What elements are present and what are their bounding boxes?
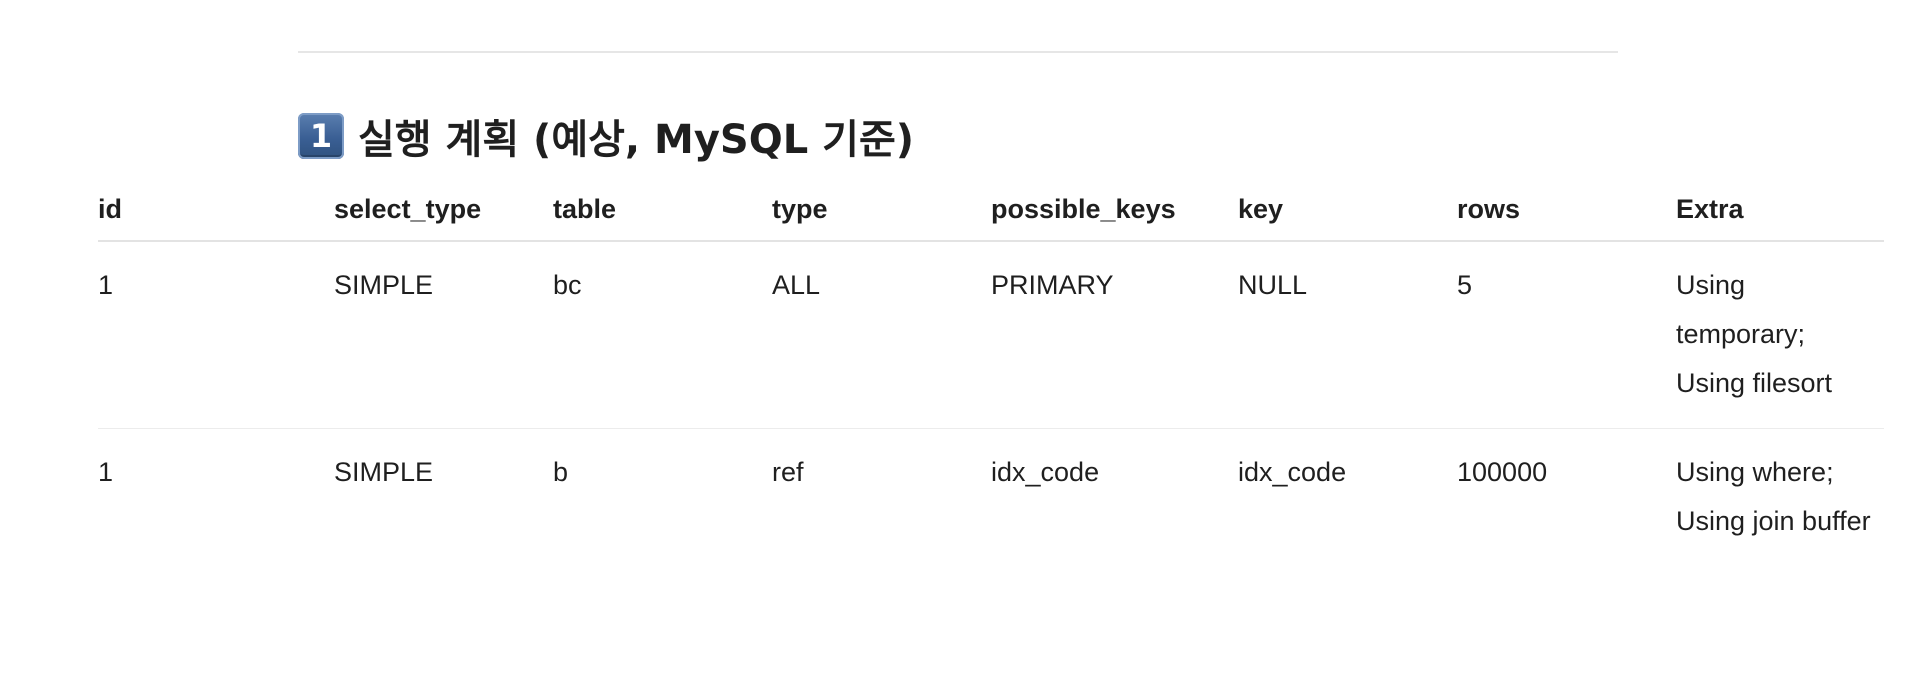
cell-id: 1 [98, 241, 334, 429]
column-header-table: table [553, 178, 772, 242]
cell-rows: 5 [1457, 241, 1676, 429]
keycap-one-icon: 1 [298, 113, 344, 159]
table-row: 1 SIMPLE bc ALL PRIMARY NULL 5 Using tem… [98, 241, 1884, 429]
execution-plan-table: id select_type table type possible_keys … [98, 178, 1884, 566]
cell-key: idx_code [1238, 457, 1347, 487]
column-header-select-type: select_type [334, 178, 553, 242]
section-divider [298, 51, 1618, 53]
table-header-row: id select_type table type possible_keys … [98, 178, 1884, 242]
column-header-id: id [98, 178, 334, 242]
cell-table: bc [553, 241, 772, 429]
column-header-rows: rows [1457, 178, 1676, 242]
table-row: 1 SIMPLE b ref idx_code idx_code 100000 … [98, 429, 1884, 567]
column-header-key: key [1238, 178, 1457, 242]
cell-type: ALL [772, 241, 991, 429]
cell-extra: Using temporary; Using filesort [1676, 241, 1884, 429]
cell-possible-keys: PRIMARY [991, 241, 1238, 429]
cell-possible-keys: idx_code [991, 457, 1100, 487]
section-title: 실행 계획 (예상, MySQL 기준) [358, 117, 915, 163]
cell-select-type: SIMPLE [334, 241, 553, 429]
section-heading: 1 실행 계획 (예상, MySQL 기준) [298, 108, 914, 164]
cell-extra: Using where; Using join buffer [1676, 457, 1871, 536]
cell-table: b [553, 457, 569, 487]
cell-type: ref [772, 457, 804, 487]
cell-id: 1 [98, 457, 114, 487]
column-header-type: type [772, 178, 991, 242]
cell-rows: 100000 [1457, 457, 1548, 487]
cell-key: NULL [1238, 241, 1457, 429]
column-header-possible-keys: possible_keys [991, 178, 1238, 242]
cell-select-type: SIMPLE [334, 457, 434, 487]
column-header-extra: Extra [1676, 178, 1884, 242]
